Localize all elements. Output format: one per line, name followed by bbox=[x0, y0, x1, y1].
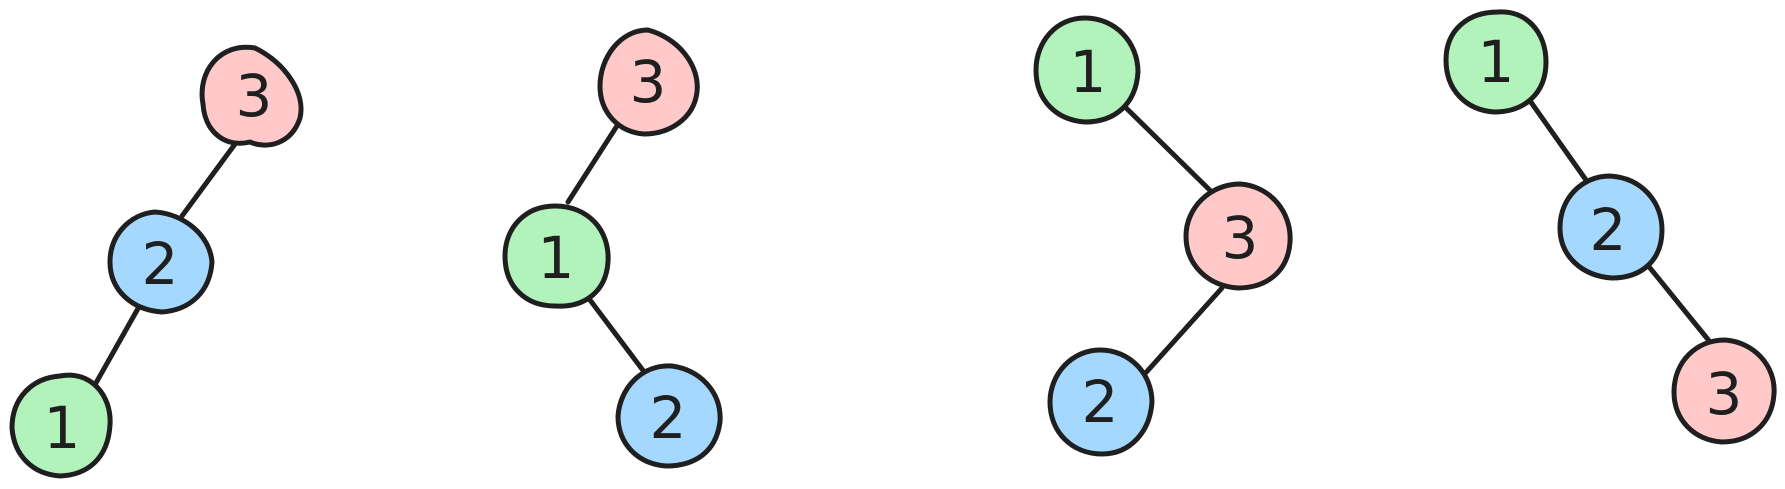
edge-1-3 bbox=[1115, 97, 1231, 211]
tree-1-node-2-circle bbox=[107, 209, 215, 315]
tree-4-node-3-label: 3 bbox=[1706, 360, 1743, 428]
tree-3-node-3-label: 3 bbox=[1222, 204, 1259, 272]
edge-1-2 bbox=[1525, 95, 1589, 183]
tree-1-node-3-circle bbox=[199, 44, 304, 148]
tree-4-node-3-circle bbox=[1671, 337, 1777, 445]
tree-2-node-1: 1 bbox=[502, 203, 611, 309]
tree-4-node-2-circle bbox=[1557, 173, 1665, 281]
tree-2-node-1-label: 1 bbox=[538, 224, 575, 292]
tree-1-node-3-label: 3 bbox=[236, 62, 273, 130]
tree-2: 3 1 2 bbox=[502, 27, 723, 469]
tree-2-node-2-label: 2 bbox=[650, 384, 687, 452]
tree-1-node-1-circle bbox=[9, 372, 113, 479]
tree-3-node-2: 2 bbox=[1047, 347, 1155, 457]
tree-4: 1 2 3 bbox=[1443, 9, 1777, 445]
tree-4-node-3: 3 bbox=[1671, 337, 1777, 445]
tree-4-node-1: 1 bbox=[1443, 9, 1549, 115]
edge-3-1 bbox=[565, 112, 627, 205]
tree-2-node-3: 3 bbox=[597, 27, 700, 137]
tree-4-node-1-circle bbox=[1443, 9, 1549, 115]
tree-3-node-1-circle bbox=[1033, 15, 1141, 125]
tree-4-node-1-label: 1 bbox=[1478, 28, 1515, 96]
edge-3-2 bbox=[1139, 285, 1225, 380]
tree-1-node-3: 3 bbox=[199, 44, 304, 148]
edge-1-2 bbox=[587, 297, 648, 376]
edge-2-3 bbox=[1643, 260, 1713, 345]
tree-1-node-1-label: 1 bbox=[44, 394, 81, 462]
tree-1-node-1: 1 bbox=[9, 372, 113, 479]
tree-2-node-3-circle bbox=[597, 27, 700, 137]
tree-1: 3 2 1 bbox=[9, 44, 304, 479]
tree-3-node-3: 3 bbox=[1183, 181, 1293, 291]
tree-3-node-2-circle bbox=[1047, 347, 1155, 457]
tree-3-node-1-label: 1 bbox=[1070, 38, 1107, 106]
tree-2-node-2-circle bbox=[615, 363, 723, 469]
tree-3: 1 3 2 bbox=[1033, 15, 1293, 457]
tree-3-node-2-label: 2 bbox=[1082, 368, 1119, 436]
edge-2-1 bbox=[89, 302, 143, 393]
edge-3-2 bbox=[179, 137, 241, 219]
tree-3-node-3-circle bbox=[1183, 181, 1293, 291]
tree-2-node-1-circle bbox=[502, 203, 611, 309]
tree-1-node-2: 2 bbox=[107, 209, 215, 315]
tree-2-node-2: 2 bbox=[615, 363, 723, 469]
tree-4-node-2: 2 bbox=[1557, 173, 1665, 281]
tree-1-node-2-label: 2 bbox=[142, 230, 179, 298]
tree-2-node-3-label: 3 bbox=[630, 48, 667, 116]
tree-4-node-2-label: 2 bbox=[1590, 196, 1627, 264]
tree-3-node-1: 1 bbox=[1033, 15, 1141, 125]
